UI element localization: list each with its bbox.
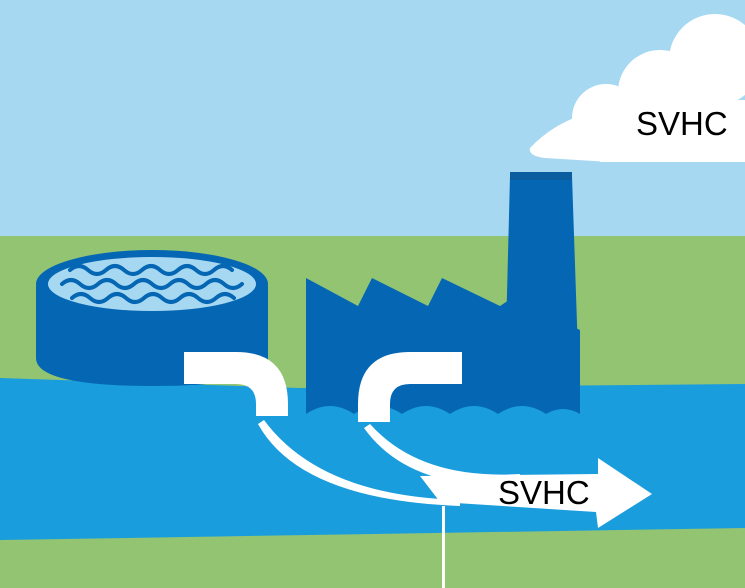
outflow-pipe-icon: [184, 352, 288, 416]
circular-water-tank-icon: [36, 250, 268, 386]
cloud-icon: [529, 14, 745, 162]
outflow-pipe-icon-2: [358, 352, 462, 422]
cloud-svhc-label: SVHC: [636, 105, 728, 142]
leader-line: [442, 506, 445, 588]
arrow-right-icon: [420, 458, 652, 528]
river-svhc-label: SVHC: [498, 474, 590, 511]
